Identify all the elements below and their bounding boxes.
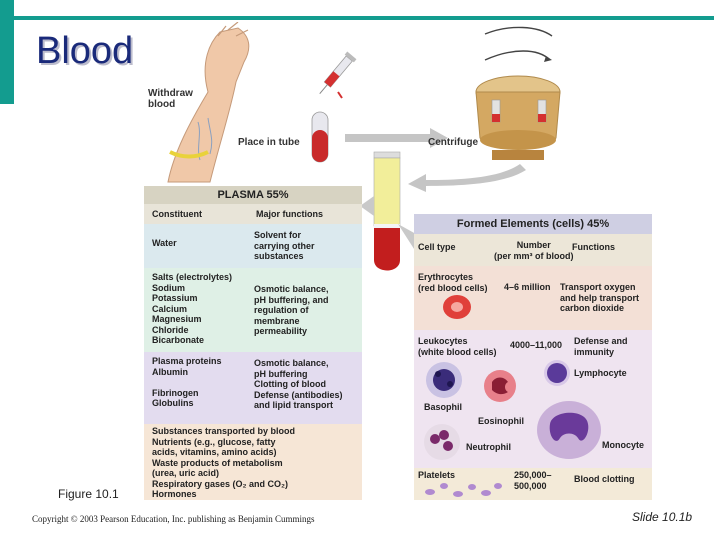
col-number: Number (per mm³ of blood) — [494, 240, 574, 261]
constituent-salts: Salts (electrolytes) Sodium Potassium Ca… — [152, 272, 233, 345]
syringe-illustration — [319, 51, 357, 95]
centrifuge-label: Centrifuge — [428, 137, 478, 148]
monocyte-icon — [537, 401, 601, 459]
basophil-label: Basophil — [424, 402, 463, 412]
formed-row-leukocytes: Leukocytes (white blood cells) 4000–11,0… — [414, 330, 652, 468]
formed-row-erythrocytes: Erythrocytes (red blood cells) 4–6 milli… — [414, 266, 652, 330]
basophil-icon — [426, 362, 462, 398]
buffy-coat-layer — [374, 224, 400, 228]
slide-title: Blood — [36, 30, 134, 72]
accent-bar-top — [14, 16, 714, 20]
centrifuge-illustration — [475, 26, 561, 160]
slide-number: Slide 10.1b — [632, 510, 693, 524]
functions-salts: Osmotic balance, pH buffering, and regul… — [254, 284, 329, 336]
formed-pointer — [398, 224, 416, 252]
plasma-pointer — [360, 196, 374, 216]
erythrocytes-name: Erythrocytes (red blood cells) — [418, 272, 488, 293]
leukocytes-number: 4000–11,000 — [510, 340, 563, 350]
blood-separation-illustration — [167, 22, 561, 192]
arm-illustration — [167, 22, 250, 183]
plasma-row-proteins: Plasma proteins Albumin Fibrinogen Globu… — [144, 352, 362, 424]
small-tube-illustration — [311, 111, 329, 163]
red-cell-layer — [374, 228, 400, 271]
red-blood-cell-icon — [443, 295, 471, 319]
blood-drip — [337, 91, 343, 99]
place-in-tube-label: Place in tube — [238, 137, 300, 148]
platelets-number: 250,000– 500,000 — [514, 470, 552, 491]
functions-proteins: Osmotic balance, pH buffering Clotting o… — [254, 358, 343, 410]
lymphocyte-icon — [544, 360, 570, 386]
erythrocytes-functions: Transport oxygen and help transport carb… — [560, 282, 640, 313]
plasma-row-salts: Salts (electrolytes) Sodium Potassium Ca… — [144, 268, 362, 352]
plasma-layer — [373, 157, 401, 227]
plasma-header-row: Constituent Major functions — [144, 204, 362, 224]
col-major-functions: Major functions — [256, 209, 323, 219]
withdraw-blood-label: Withdraw blood — [148, 88, 193, 110]
constituent-water: Water — [152, 238, 177, 248]
neutrophil-label: Neutrophil — [466, 442, 511, 452]
neutrophil-icon — [424, 424, 460, 460]
arrow-to-centrifuge — [345, 128, 448, 148]
functions-water: Solvent for carrying other substances — [254, 230, 315, 261]
eosinophil-icon — [484, 370, 516, 402]
platelets-functions: Blood clotting — [574, 474, 635, 484]
platelets-icon — [425, 483, 502, 497]
figure-label: Figure 10.1 — [58, 487, 119, 501]
col-cell-type: Cell type — [418, 242, 456, 252]
constituent-proteins: Plasma proteins Albumin Fibrinogen Globu… — [152, 356, 222, 408]
accent-bar-left — [0, 0, 14, 104]
arrow-to-tube — [408, 164, 526, 192]
formed-header-row: Cell type Number (per mm³ of blood) Func… — [414, 234, 652, 266]
erythrocytes-number: 4–6 million — [504, 282, 551, 292]
monocyte-label: Monocyte — [602, 440, 645, 450]
formed-elements-table: Formed Elements (cells) 45% Cell type Nu… — [414, 214, 652, 500]
lymphocyte-label: Lymphocyte — [574, 368, 627, 378]
formed-title: Formed Elements (cells) 45% — [414, 214, 652, 234]
platelets-name: Platelets — [418, 470, 456, 480]
plasma-table: PLASMA 55% Constituent Major functions W… — [144, 186, 362, 500]
leukocytes-name: Leukocytes (white blood cells) — [418, 336, 497, 357]
leukocytes-functions: Defense and immunity — [574, 336, 628, 357]
plasma-row-transported: Substances transported by blood Nutrient… — [144, 424, 362, 500]
eosinophil-label: Eosinophil — [478, 416, 524, 426]
separated-blood-tube — [373, 151, 401, 271]
plasma-title: PLASMA 55% — [144, 186, 362, 204]
formed-row-platelets: Platelets 250,000– 500,000 Blood clottin… — [414, 468, 652, 500]
copyright-notice: Copyright © 2003 Pearson Education, Inc.… — [32, 514, 315, 524]
plasma-row-water: Water Solvent for carrying other substan… — [144, 224, 362, 268]
col-constituent: Constituent — [152, 209, 202, 219]
constituent-transported: Substances transported by blood Nutrient… — [152, 426, 296, 499]
col-functions: Functions — [572, 242, 615, 252]
